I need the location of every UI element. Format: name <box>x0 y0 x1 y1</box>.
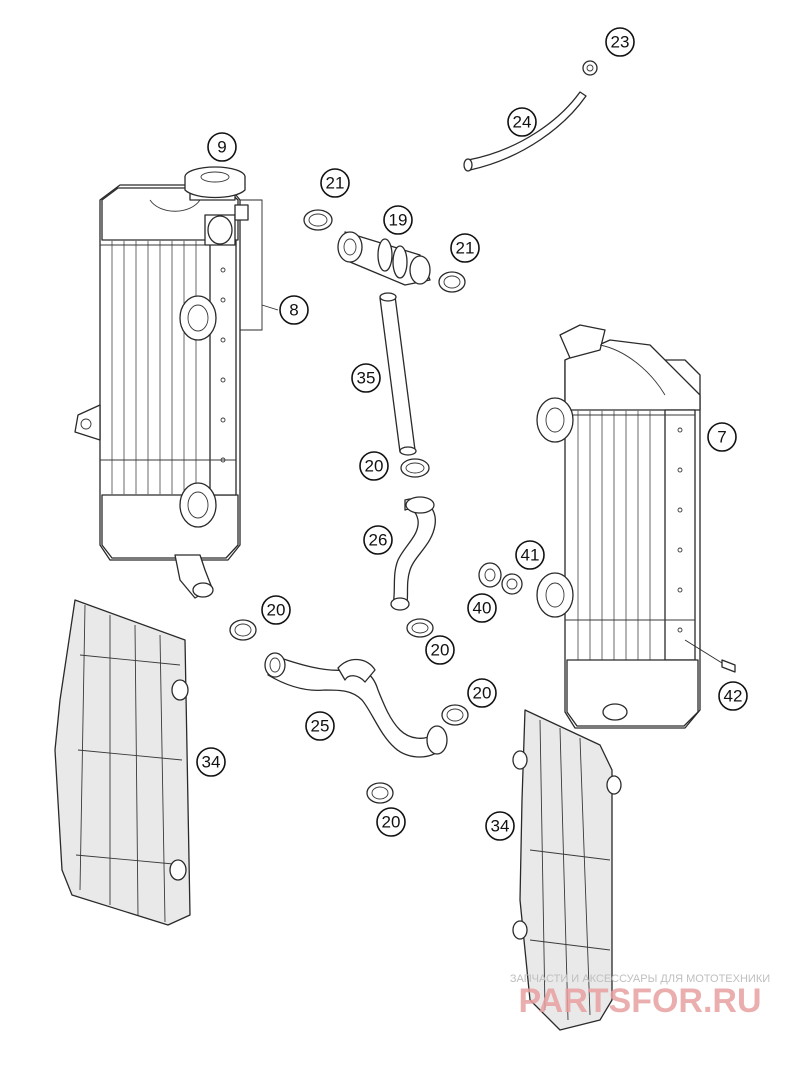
overflow-hose[interactable] <box>463 91 587 172</box>
svg-text:23: 23 <box>611 33 630 52</box>
svg-text:20: 20 <box>365 457 384 476</box>
watermark-caption: ЗАПЧАСТИ И АКСЕССУАРЫ ДЛЯ МОТОТЕХНИКИ <box>510 973 770 985</box>
hose-clamp-20-d[interactable] <box>441 704 469 726</box>
callout-25[interactable]: 25 <box>305 711 335 741</box>
callout-7[interactable]: 7 <box>707 422 737 452</box>
hose-26[interactable] <box>390 496 436 611</box>
callout-42[interactable]: 42 <box>718 681 748 711</box>
svg-text:42: 42 <box>724 687 743 706</box>
svg-text:20: 20 <box>473 684 492 703</box>
watermark: ЗАПЧАСТИ И АКСЕССУАРЫ ДЛЯ МОТОТЕХНИКИ PA… <box>510 973 770 1020</box>
radiator-louver-right[interactable] <box>512 709 622 1031</box>
hose-clamp-21-right[interactable] <box>438 271 466 293</box>
svg-text:40: 40 <box>473 599 492 618</box>
screw-42[interactable] <box>684 639 736 673</box>
callout-41[interactable]: 41 <box>515 540 545 570</box>
grommet-40[interactable] <box>478 562 502 588</box>
svg-text:21: 21 <box>456 239 475 258</box>
grommet-41[interactable] <box>501 573 523 595</box>
callout-21-left[interactable]: 21 <box>320 168 350 198</box>
hose-clamp-small[interactable] <box>582 60 598 76</box>
left-radiator[interactable] <box>74 181 249 599</box>
hose-clamp-21-left[interactable] <box>303 209 333 231</box>
hose-clamp-20-b[interactable] <box>406 618 434 638</box>
callout-8[interactable]: 8 <box>279 295 309 325</box>
svg-text:20: 20 <box>382 813 401 832</box>
radiator-cap[interactable] <box>184 166 246 199</box>
hose-clamp-20-e[interactable] <box>366 782 394 804</box>
callout-21-right[interactable]: 21 <box>450 233 480 263</box>
callout-20-b[interactable]: 20 <box>261 595 291 625</box>
callout-40[interactable]: 40 <box>467 593 497 623</box>
callout-24[interactable]: 24 <box>507 107 537 137</box>
svg-text:35: 35 <box>357 369 376 388</box>
svg-text:20: 20 <box>267 601 286 620</box>
callout-34-left[interactable]: 34 <box>196 747 226 777</box>
callout-20-e[interactable]: 20 <box>376 807 406 837</box>
t-connector[interactable] <box>337 231 431 286</box>
svg-text:19: 19 <box>389 211 408 230</box>
svg-text:7: 7 <box>717 428 726 447</box>
callout-9[interactable]: 9 <box>207 132 237 162</box>
svg-text:26: 26 <box>369 531 388 550</box>
svg-text:21: 21 <box>326 174 345 193</box>
radiator-louver-left[interactable] <box>54 599 191 926</box>
hose-clamp-20-a[interactable] <box>400 458 430 478</box>
callout-20-d[interactable]: 20 <box>467 678 497 708</box>
svg-text:20: 20 <box>431 641 450 660</box>
svg-text:25: 25 <box>311 717 330 736</box>
hose-clamp-20-c[interactable] <box>229 619 257 641</box>
callout-35[interactable]: 35 <box>351 363 381 393</box>
callout-20-c[interactable]: 20 <box>425 635 455 665</box>
callout-19[interactable]: 19 <box>383 205 413 235</box>
callout-26[interactable]: 26 <box>363 525 393 555</box>
svg-text:24: 24 <box>513 113 532 132</box>
svg-text:41: 41 <box>521 546 540 565</box>
svg-text:8: 8 <box>289 301 298 320</box>
svg-text:9: 9 <box>217 138 226 157</box>
right-radiator[interactable] <box>536 324 701 729</box>
y-hose-25[interactable] <box>264 652 448 758</box>
coolant-pipe[interactable] <box>379 292 417 456</box>
watermark-logo: PARTSFOR.RU <box>518 982 761 1020</box>
callout-34-right[interactable]: 34 <box>485 811 515 841</box>
svg-text:34: 34 <box>202 753 221 772</box>
callout-20-a[interactable]: 20 <box>359 451 389 481</box>
svg-text:34: 34 <box>491 817 510 836</box>
callout-23[interactable]: 23 <box>605 27 635 57</box>
